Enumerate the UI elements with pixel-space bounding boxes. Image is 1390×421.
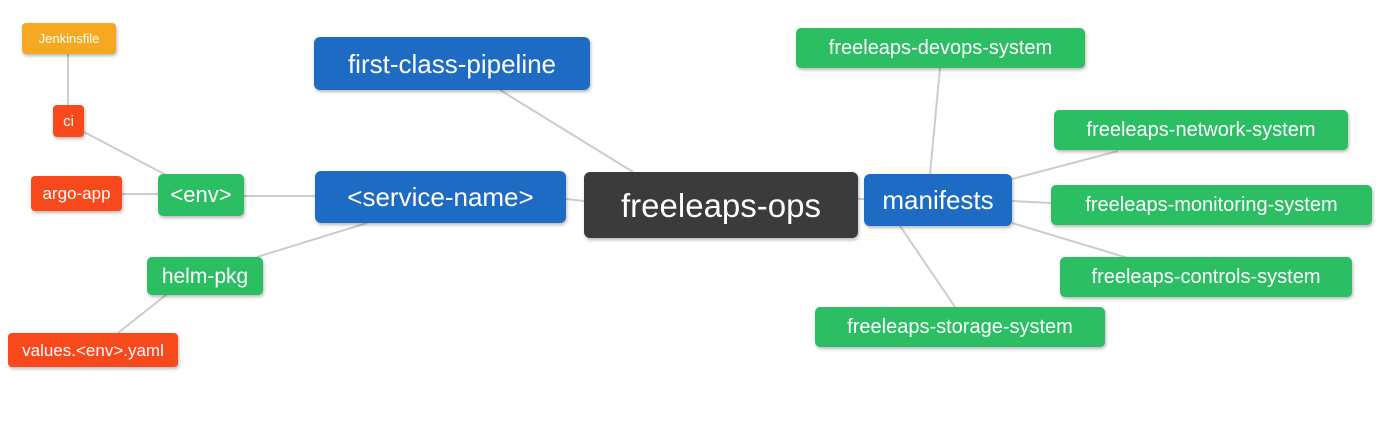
node-env[interactable]: <env> [158, 174, 244, 216]
node-freeleaps-controls-system[interactable]: freeleaps-controls-system [1060, 257, 1352, 297]
node-argo-app[interactable]: argo-app [31, 176, 122, 211]
edge-manifests-network-system [1011, 150, 1119, 180]
node-first-class-pipeline[interactable]: first-class-pipeline [314, 37, 590, 90]
edge-manifests-controls-system [1011, 222, 1129, 259]
edge-service-name-helm-pkg [256, 222, 368, 258]
node-service-name[interactable]: <service-name> [315, 171, 566, 223]
node-manifests[interactable]: manifests [864, 174, 1012, 226]
edge-manifests-monitoring-system [1011, 200, 1052, 204]
edge-manifests-storage-system [899, 225, 956, 308]
node-values-env-yaml[interactable]: values.<env>.yaml [8, 333, 178, 367]
node-freeleaps-storage-system[interactable]: freeleaps-storage-system [815, 307, 1105, 347]
node-freeleaps-network-system[interactable]: freeleaps-network-system [1054, 110, 1348, 150]
node-freeleaps-monitoring-system[interactable]: freeleaps-monitoring-system [1051, 185, 1372, 225]
edge-root-service-name [565, 198, 585, 202]
node-freeleaps-ops-root[interactable]: freeleaps-ops [584, 172, 858, 238]
edge-env-ci [83, 131, 169, 177]
edge-root-first-class-pipeline [499, 89, 634, 173]
edge-helm-pkg-values-env-yaml [117, 294, 167, 334]
edge-manifests-devops-system [929, 67, 941, 175]
node-freeleaps-devops-system[interactable]: freeleaps-devops-system [796, 28, 1085, 68]
node-helm-pkg[interactable]: helm-pkg [147, 257, 263, 295]
node-jenkinsfile[interactable]: Jenkinsfile [22, 23, 116, 54]
node-ci[interactable]: ci [53, 105, 84, 137]
